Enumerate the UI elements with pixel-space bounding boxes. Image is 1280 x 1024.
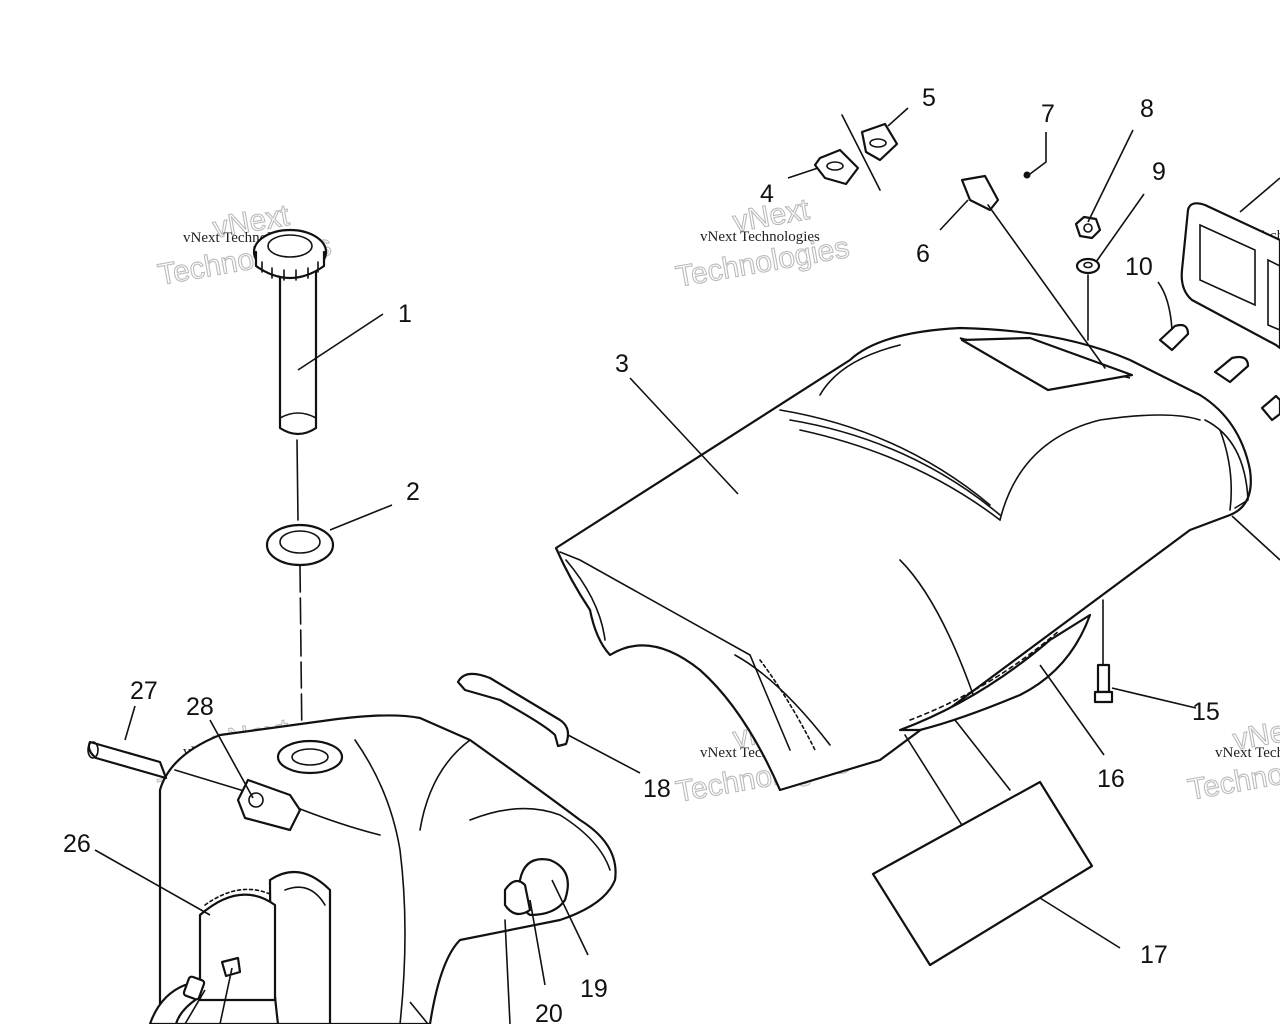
part-8-nut [1074, 215, 1102, 240]
svg-text:vNext Technologies: vNext Technologies [1215, 745, 1280, 761]
callout-15: 15 [1192, 698, 1220, 726]
callout-7: 7 [1041, 100, 1055, 128]
callout-5: 5 [922, 84, 936, 112]
part-7-rivet [1023, 171, 1031, 179]
leader-lines [94, 107, 1280, 1024]
part-3-seat [554, 326, 1252, 792]
callout-20: 20 [535, 1000, 563, 1024]
callout-28: 28 [186, 693, 214, 721]
svg-text:vNext Technologies: vNext Technologies [700, 229, 820, 245]
callout-labels: 1 2 3 4 5 6 7 8 9 10 15 16 17 18 19 20 2… [63, 84, 1220, 1024]
part-6-bracket [960, 174, 1106, 369]
part-2-gasket [265, 523, 335, 746]
part-4-plate [813, 148, 860, 186]
callout-9: 9 [1152, 158, 1166, 186]
part-15-bolt [1093, 599, 1114, 704]
tail-light-housing [1180, 202, 1280, 350]
callout-16: 16 [1097, 765, 1125, 793]
part-17-foam-pad [871, 719, 1094, 967]
callout-10: 10 [1125, 253, 1153, 281]
callout-18: 18 [643, 775, 671, 803]
callout-1: 1 [398, 300, 412, 328]
callout-4: 4 [760, 180, 774, 208]
callout-19: 19 [580, 975, 608, 1003]
part-18-strap [456, 672, 570, 748]
part-10-bulbs [1158, 323, 1280, 422]
callout-17: 17 [1140, 941, 1168, 969]
callout-27: 27 [130, 677, 158, 705]
bottom-fittings [148, 956, 242, 1024]
part-27-hose [87, 740, 168, 780]
fuel-tank [158, 714, 617, 1024]
part-9-washer [1075, 257, 1101, 341]
part-28-fitting [236, 778, 302, 832]
callout-8: 8 [1140, 95, 1154, 123]
part-5-plate [841, 114, 899, 191]
callout-3: 3 [615, 350, 629, 378]
watermark-top-center: vNext vNext Technologies Technologies [673, 192, 852, 294]
part-1-filler-neck [252, 228, 328, 521]
callout-6: 6 [916, 240, 930, 268]
callout-26: 26 [63, 830, 91, 858]
callout-2: 2 [406, 478, 420, 506]
